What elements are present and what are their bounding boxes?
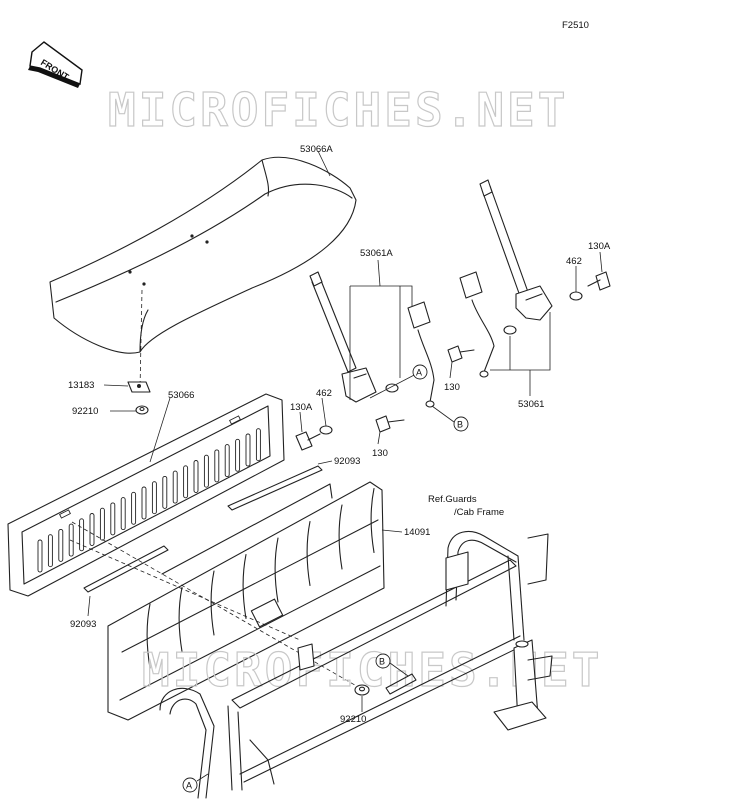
label-nut-left: 92210 bbox=[72, 406, 98, 417]
callout-a-top: A bbox=[416, 368, 422, 378]
backrest-slot bbox=[224, 444, 230, 478]
watermark-top: MICROFICHES.NET bbox=[108, 83, 568, 137]
label-bolt-mid-right: 130 bbox=[444, 382, 460, 393]
nut-left bbox=[135, 405, 149, 415]
label-belt-assembly-right: 53061 bbox=[518, 399, 544, 410]
bracket-rib bbox=[306, 520, 311, 587]
label-nut-bottom: 92210 bbox=[340, 714, 366, 725]
label-bolt-right: 130A bbox=[588, 241, 611, 252]
backrest-slot bbox=[183, 465, 189, 499]
washer-belt-left bbox=[385, 383, 399, 393]
backrest-slots bbox=[37, 428, 261, 573]
belt-buckle-left bbox=[407, 301, 435, 408]
figure-code: F2510 bbox=[562, 20, 589, 31]
label-strip-upper: 92093 bbox=[334, 456, 360, 467]
bracket-rib bbox=[178, 586, 183, 653]
backrest-slot bbox=[151, 481, 157, 515]
bracket-rib bbox=[242, 553, 247, 620]
label-washer-left: 462 bbox=[316, 388, 332, 399]
backrest-slot bbox=[255, 428, 261, 462]
strip-upper bbox=[227, 465, 323, 511]
label-washer-right: 462 bbox=[566, 256, 582, 267]
front-arrow-icon: FRONT bbox=[28, 41, 83, 88]
ref-note-line1: Ref.Guards bbox=[428, 494, 477, 505]
backrest-slot bbox=[58, 528, 64, 562]
label-backrest: 53066 bbox=[168, 390, 194, 401]
belt-retractor-right bbox=[479, 179, 553, 321]
belt-retractor-left bbox=[309, 271, 377, 403]
seat-cushion bbox=[49, 156, 357, 354]
backrest-slot bbox=[37, 539, 43, 573]
bracket-ribs bbox=[146, 487, 375, 669]
backrest-slot bbox=[245, 433, 251, 467]
bracket-rib bbox=[210, 570, 215, 636]
backrest-slot bbox=[47, 534, 53, 568]
bolt-left bbox=[295, 431, 321, 451]
bracket-rib bbox=[370, 487, 375, 554]
backrest-slot bbox=[203, 454, 209, 488]
bracket-rib bbox=[338, 504, 343, 570]
backrest-slot bbox=[235, 438, 241, 472]
mounting-bracket bbox=[107, 481, 385, 721]
bolt-right bbox=[587, 271, 611, 291]
belt-buckle-right bbox=[459, 271, 495, 378]
bolt-mid-left bbox=[375, 415, 405, 433]
backrest-slot bbox=[89, 513, 95, 546]
clip-part bbox=[127, 381, 151, 393]
backrest-slot bbox=[110, 502, 116, 536]
backrest-slot bbox=[193, 460, 199, 493]
label-strip-lower: 92093 bbox=[70, 619, 96, 630]
washer-left bbox=[319, 425, 333, 435]
callout-a-bottom: A bbox=[186, 781, 192, 791]
label-clip: 13183 bbox=[68, 380, 94, 391]
nut-bottom bbox=[354, 684, 370, 696]
callout-b-top: B bbox=[457, 420, 463, 430]
backrest-slot bbox=[131, 491, 137, 525]
ref-note-line2: /Cab Frame bbox=[454, 507, 504, 518]
bracket-rib bbox=[146, 603, 151, 669]
backrest-slot bbox=[162, 475, 168, 509]
washer-right bbox=[569, 291, 583, 301]
label-seat-cushion: 53066A bbox=[300, 144, 333, 155]
backrest-slot bbox=[120, 497, 126, 531]
label-belt-assembly: 53061A bbox=[360, 248, 393, 259]
label-bracket: 14091 bbox=[404, 527, 430, 538]
backrest-slot bbox=[214, 449, 220, 483]
backrest-slot bbox=[172, 470, 178, 504]
washer-belt-right bbox=[503, 325, 517, 335]
callout-b-bottom: B bbox=[379, 657, 385, 667]
backrest-slot bbox=[99, 507, 105, 541]
bolt-mid-right bbox=[447, 345, 475, 363]
bracket-rib bbox=[274, 537, 279, 603]
backrest-slot bbox=[141, 486, 147, 520]
label-bolt-mid-left: 130 bbox=[372, 448, 388, 459]
label-bolt-left: 130A bbox=[290, 402, 313, 413]
cab-frame bbox=[159, 530, 553, 799]
strip-lower bbox=[83, 545, 169, 593]
